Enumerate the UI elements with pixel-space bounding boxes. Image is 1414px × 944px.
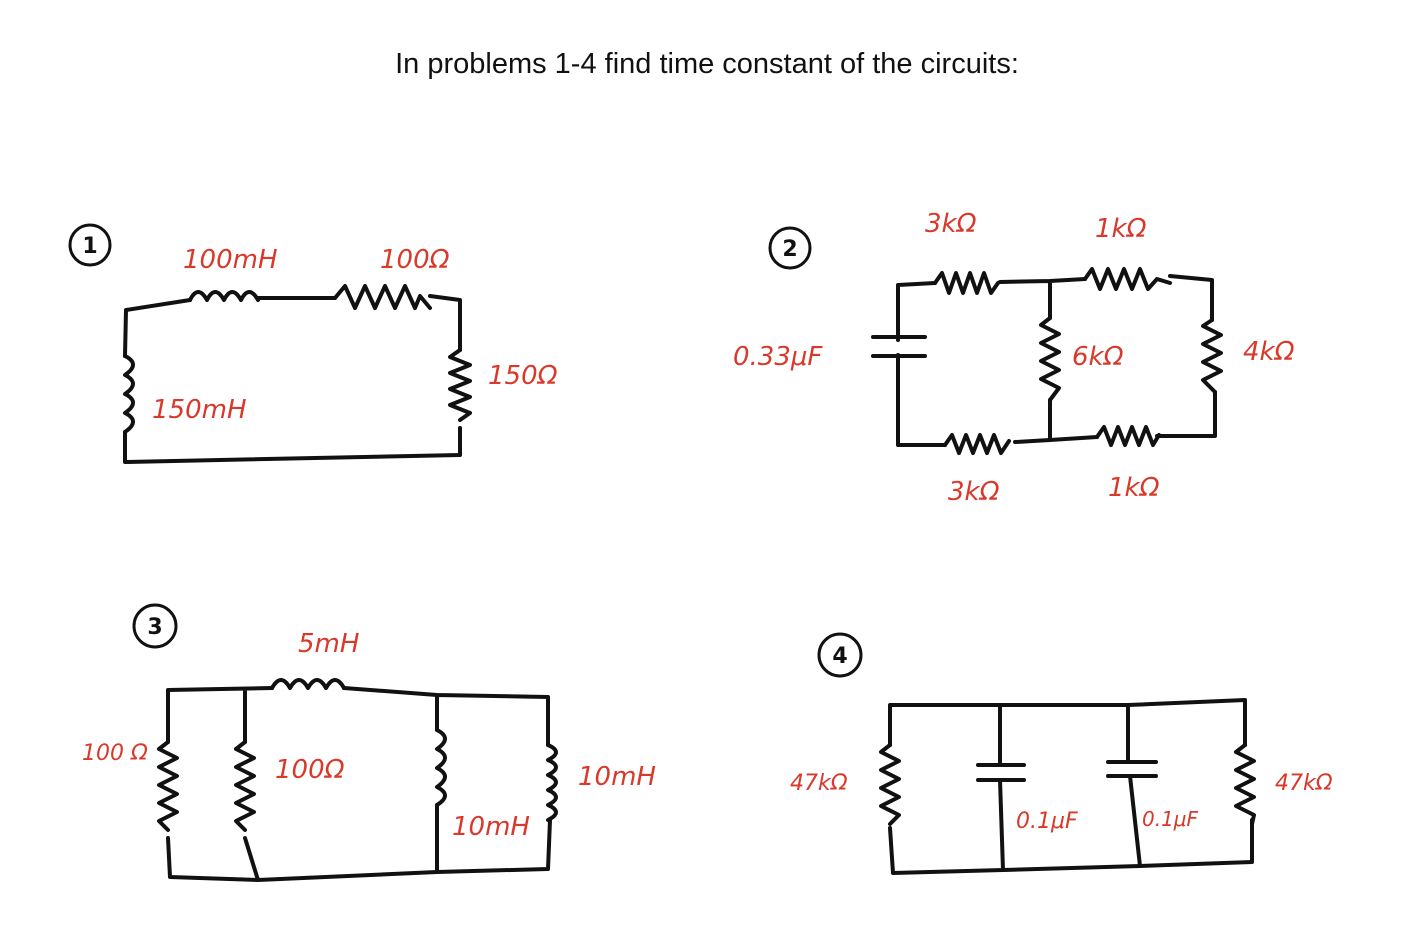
circuit-2-resistor-bot-right [1095, 425, 1161, 447]
circuit-2-number: 2 [782, 237, 797, 262]
circuit-2-number-circle [768, 226, 812, 270]
circuit-2: 2 3kΩ 1kΩ 0.33μF 6kΩ 4kΩ 3kΩ 1kΩ [733, 209, 1295, 507]
circuit-1-inductor-left [123, 354, 135, 434]
circuit-4-number: 4 [832, 644, 847, 669]
circuit-3-resistor-mid [234, 740, 256, 832]
circuit-3-resistor-mid-label: 100Ω [275, 755, 345, 785]
circuit-4-capacitor-left-label: 0.1μF [1016, 809, 1078, 834]
circuit-4: 4 47kΩ 0.1μF 0.1μF 47kΩ [790, 632, 1333, 875]
circuit-3-inductor-right-label: 10mH [578, 762, 656, 792]
circuit-3: 3 5mH 100 Ω 100Ω 10mH 10mH [82, 603, 656, 882]
circuit-3-number-circle [132, 603, 178, 649]
circuit-3-inductor-right [546, 743, 558, 822]
circuit-2-resistor-top-right [1083, 267, 1172, 291]
circuit-1-resistor-right-label: 150Ω [488, 361, 558, 391]
circuit-1-wires [123, 294, 462, 464]
circuit-2-resistor-bot-left-label: 3kΩ [948, 477, 1000, 507]
page-title: In problems 1-4 find time constant of th… [395, 48, 1019, 80]
circuit-4-capacitor-left [976, 763, 1026, 782]
circuit-2-resistor-right [1201, 318, 1223, 394]
circuit-2-resistor-bot-left [943, 433, 1011, 455]
circuit-1-resistor-top [333, 284, 432, 310]
circuit-3-inductor-mid [435, 728, 447, 807]
circuit-1: 1 100mH 100Ω 150mH 150Ω [68, 223, 558, 464]
circuit-3-number: 3 [147, 615, 162, 640]
circuit-1-resistor-top-label: 100Ω [380, 245, 450, 275]
circuit-1-inductor-top [188, 290, 260, 302]
circuit-3-wires [166, 686, 552, 882]
circuit-3-inductor-top-label: 5mH [298, 629, 359, 659]
circuit-4-capacitor-right [1106, 760, 1158, 778]
circuit-3-inductor-top [270, 678, 346, 690]
circuit-4-resistor-right [1234, 743, 1256, 826]
circuit-2-resistor-mid-label: 6kΩ [1072, 342, 1124, 372]
circuit-1-resistor-right [448, 348, 472, 422]
circuit-3-resistor-left [157, 740, 179, 832]
circuit-4-capacitor-right-label: 0.1μF [1142, 807, 1199, 831]
circuit-2-capacitor [871, 335, 927, 358]
circuit-2-resistor-top-right-label: 1kΩ [1095, 214, 1147, 244]
circuit-2-capacitor-label: 0.33μF [733, 342, 823, 372]
circuit-1-inductor-top-label: 100mH [183, 245, 278, 275]
circuit-4-resistor-right-label: 47kΩ [1275, 771, 1333, 796]
circuit-2-resistor-mid [1039, 316, 1061, 402]
circuit-4-wires [888, 698, 1254, 875]
circuit-4-number-circle [817, 632, 863, 678]
circuit-2-resistor-bot-right-label: 1kΩ [1108, 473, 1160, 503]
circuit-3-resistor-left-label: 100 Ω [82, 741, 148, 766]
circuit-1-number: 1 [82, 234, 97, 259]
circuit-1-inductor-left-label: 150mH [152, 395, 247, 425]
circuit-1-number-circle [68, 223, 112, 267]
circuit-3-inductor-mid-label: 10mH [452, 812, 530, 842]
circuit-2-resistor-right-label: 4kΩ [1243, 337, 1295, 367]
circuit-2-resistor-top-left-label: 3kΩ [925, 209, 977, 239]
circuit-2-resistor-top-left [933, 271, 1000, 295]
circuit-2-wires [896, 274, 1217, 447]
circuit-4-resistor-left-label: 47kΩ [790, 771, 848, 796]
circuit-4-resistor-left [879, 743, 901, 826]
